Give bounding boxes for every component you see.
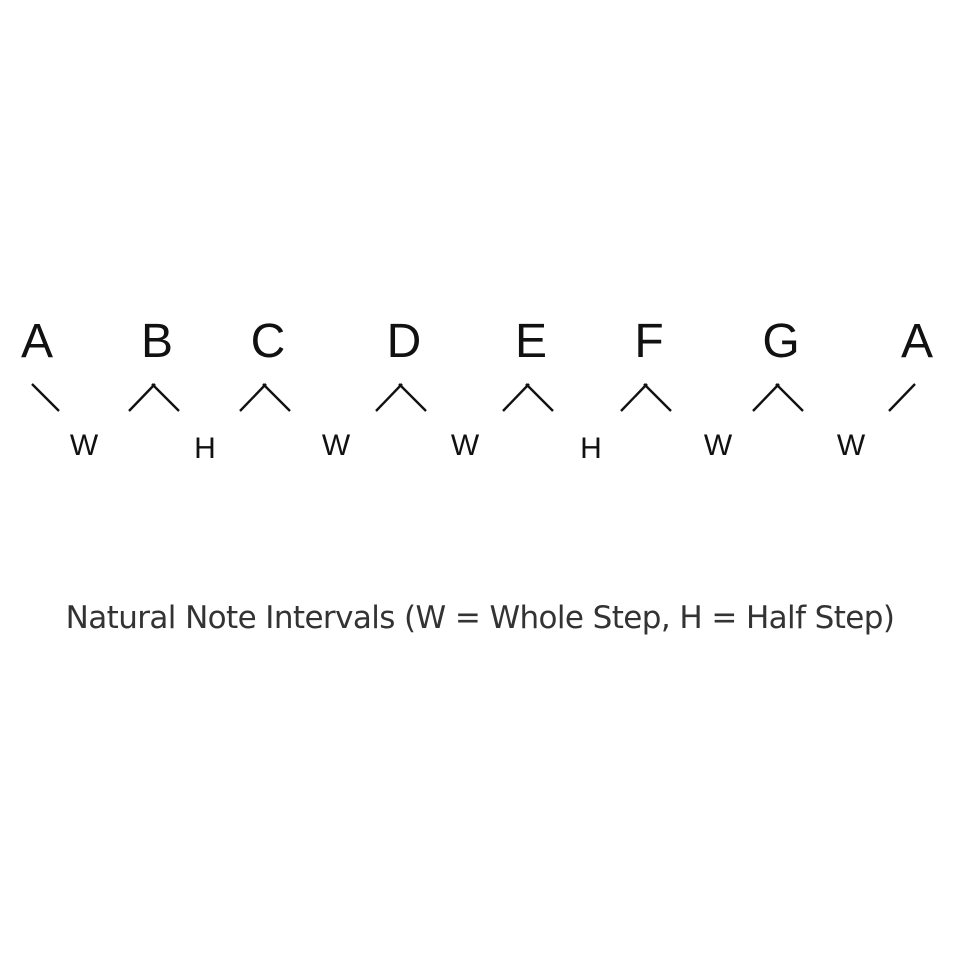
- step-label-whole-3: W: [451, 429, 480, 462]
- step-label-whole-5: W: [704, 429, 733, 462]
- connector-down-0: [31, 383, 60, 412]
- note-c-2: C: [251, 315, 286, 368]
- connector-up-2: [375, 383, 403, 412]
- interval-connectors: [31, 383, 916, 412]
- step-label-half-4: H: [580, 432, 602, 465]
- connector-up-1: [239, 383, 267, 412]
- connector-down-1: [151, 383, 180, 412]
- step-label-whole-2: W: [322, 429, 351, 462]
- connector-down-2: [262, 383, 291, 412]
- step-label-whole-6: W: [837, 429, 866, 462]
- connector-down-4: [525, 383, 554, 412]
- connector-down-6: [775, 383, 804, 412]
- step-label-half-1: H: [194, 432, 216, 465]
- connector-up-3: [502, 383, 530, 412]
- note-e-4: E: [515, 315, 547, 368]
- connector-up-0: [128, 383, 156, 412]
- connector-up-5: [752, 383, 780, 412]
- diagram-caption: Natural Note Intervals (W = Whole Step, …: [65, 600, 895, 636]
- note-f-5: F: [634, 315, 663, 368]
- note-a-7: A: [901, 315, 933, 368]
- connector-up-6: [888, 383, 916, 412]
- step-label-whole-0: W: [70, 429, 99, 462]
- note-d-3: D: [387, 315, 422, 368]
- connector-up-4: [620, 383, 648, 412]
- note-a-0: A: [21, 315, 53, 368]
- connector-down-5: [643, 383, 672, 412]
- connector-down-3: [398, 383, 427, 412]
- note-g-6: G: [762, 315, 799, 368]
- note-b-1: B: [141, 315, 173, 368]
